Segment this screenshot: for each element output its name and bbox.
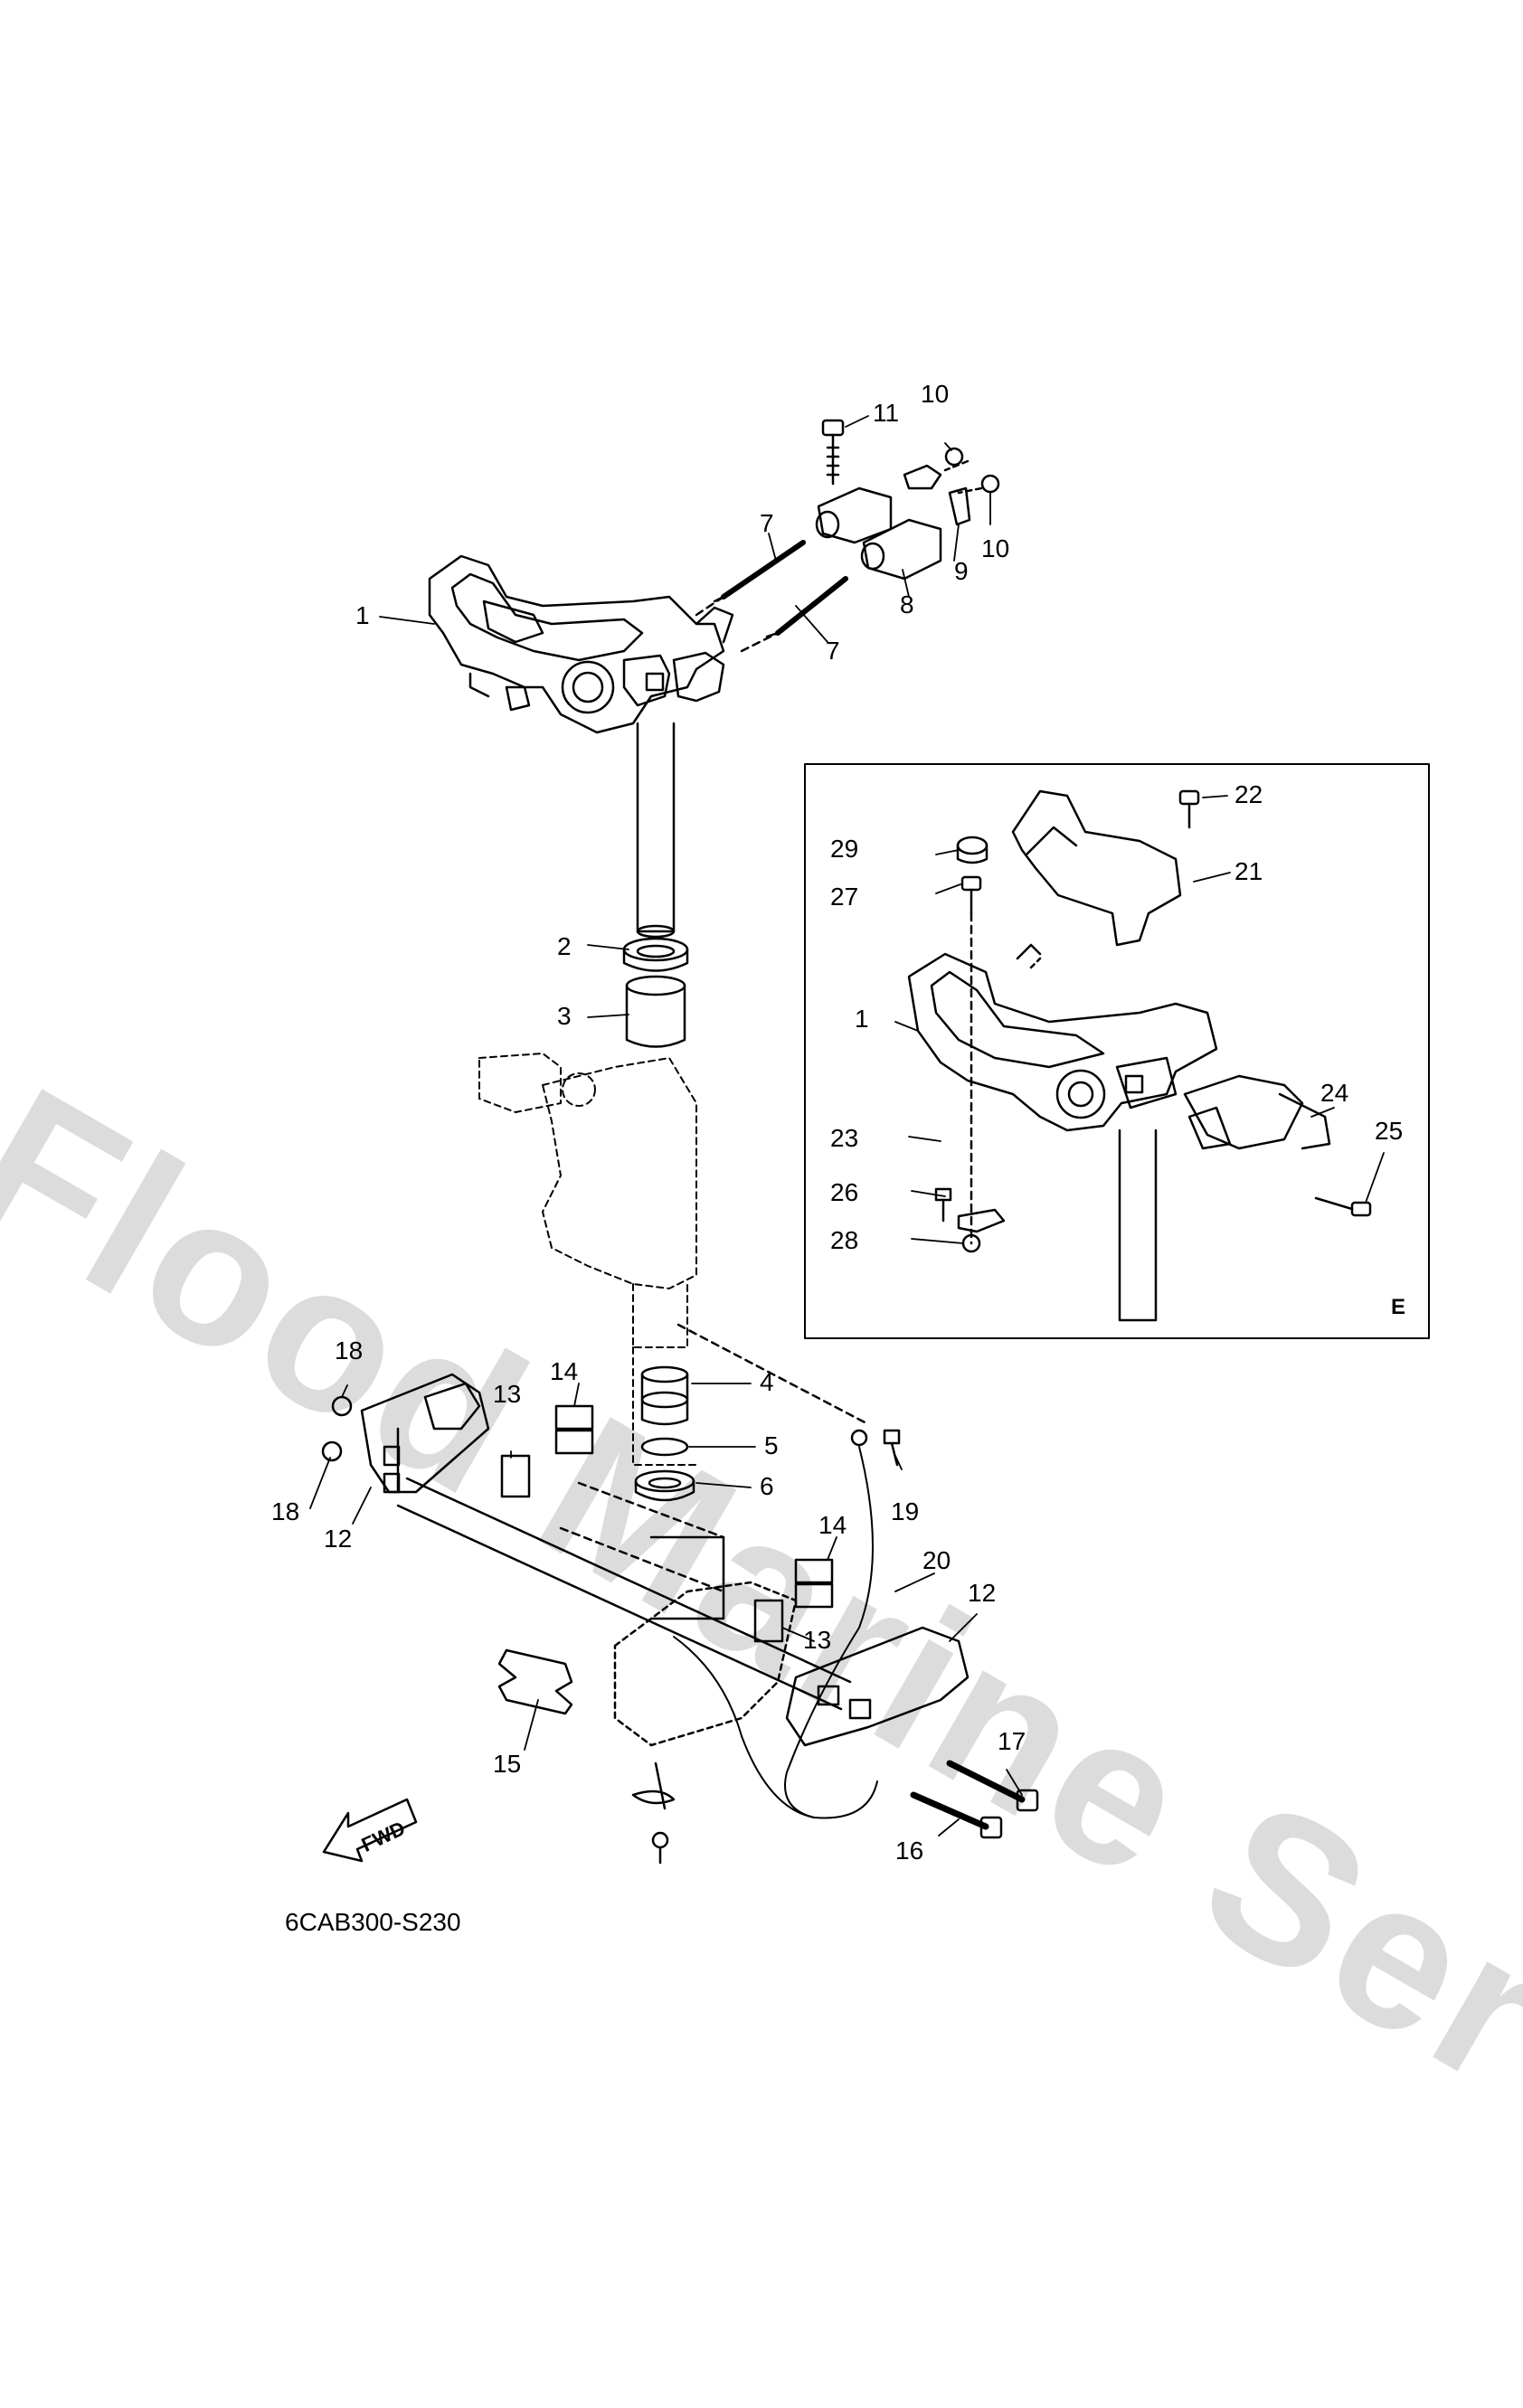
- callout-4: 4: [760, 1368, 774, 1396]
- nut-10b: [980, 474, 1000, 494]
- diagram-code: 6CAB300-S230: [285, 1908, 461, 1936]
- fwd-arrow-icon: [322, 1798, 418, 1863]
- exploded-parts-diagram: FWD: [309, 415, 1430, 1865]
- callout-16: 16: [895, 1837, 924, 1865]
- callout-10a: 10: [921, 380, 950, 408]
- nut-10a: [944, 447, 964, 467]
- callout-27: 27: [830, 883, 859, 911]
- seal-6: [634, 1469, 695, 1502]
- o-ring-5: [640, 1437, 689, 1457]
- callout-26: 26: [830, 1178, 859, 1206]
- callout-15: 15: [493, 1750, 522, 1778]
- steering-bracket-top: [428, 554, 734, 939]
- swivel-bracket-phantom: [478, 1053, 697, 1466]
- seal-2: [622, 937, 689, 972]
- inset-fasteners: [934, 789, 1372, 1253]
- callout-20: 20: [922, 1546, 951, 1574]
- callout-7a: 7: [760, 509, 774, 537]
- plate-15: [497, 1648, 573, 1715]
- callout-12a: 12: [324, 1525, 353, 1553]
- bolt-11: [821, 419, 845, 486]
- callout-3: 3: [557, 1002, 572, 1030]
- clamp-bracket-assembly: [360, 1323, 970, 1819]
- callout-7b: 7: [826, 637, 840, 665]
- callout-10b: 10: [981, 534, 1010, 562]
- inset-bracket: [907, 789, 1331, 1322]
- stud-bolts-7: [695, 540, 848, 653]
- callout-25: 25: [1375, 1117, 1404, 1145]
- callout-17: 17: [998, 1727, 1026, 1755]
- callout-18a: 18: [335, 1336, 364, 1365]
- ground-screw: [631, 1761, 676, 1865]
- callout-13b: 13: [803, 1626, 832, 1654]
- callout-18b: 18: [271, 1497, 300, 1525]
- callout-19: 19: [891, 1497, 920, 1525]
- blocks-13-14: [500, 1404, 834, 1643]
- callout-24: 24: [1320, 1079, 1349, 1107]
- bushing-3: [625, 975, 686, 1048]
- callout-14b: 14: [818, 1511, 847, 1539]
- callout-2: 2: [557, 932, 572, 960]
- callout-8: 8: [900, 590, 914, 619]
- callout-22: 22: [1234, 780, 1263, 808]
- callout-11: 11: [873, 399, 900, 427]
- leader-lines: [309, 415, 1385, 1837]
- callout-21: 21: [1234, 857, 1263, 885]
- washer-18b: [321, 1440, 343, 1462]
- callout-9: 9: [954, 557, 969, 585]
- callout-23: 23: [830, 1124, 859, 1152]
- callout-14a: 14: [550, 1357, 579, 1385]
- mount-blocks-8: [815, 464, 971, 581]
- callout-28: 28: [830, 1226, 859, 1254]
- inset-box: [804, 763, 1430, 1339]
- callout-1-inset: 1: [855, 1005, 869, 1033]
- callout-5: 5: [764, 1431, 779, 1459]
- callout-1: 1: [355, 601, 370, 629]
- callout-13a: 13: [493, 1380, 522, 1408]
- screw-19: [850, 1429, 901, 1467]
- bushing-4: [640, 1365, 689, 1426]
- callout-12b: 12: [968, 1579, 997, 1607]
- inset-label: E: [1391, 1295, 1406, 1319]
- callout-29: 29: [830, 835, 859, 863]
- washer-18a: [331, 1395, 353, 1417]
- fwd-text: FWD: [358, 1817, 409, 1856]
- bolts-16-17: [910, 1760, 1039, 1839]
- callout-6: 6: [760, 1472, 774, 1500]
